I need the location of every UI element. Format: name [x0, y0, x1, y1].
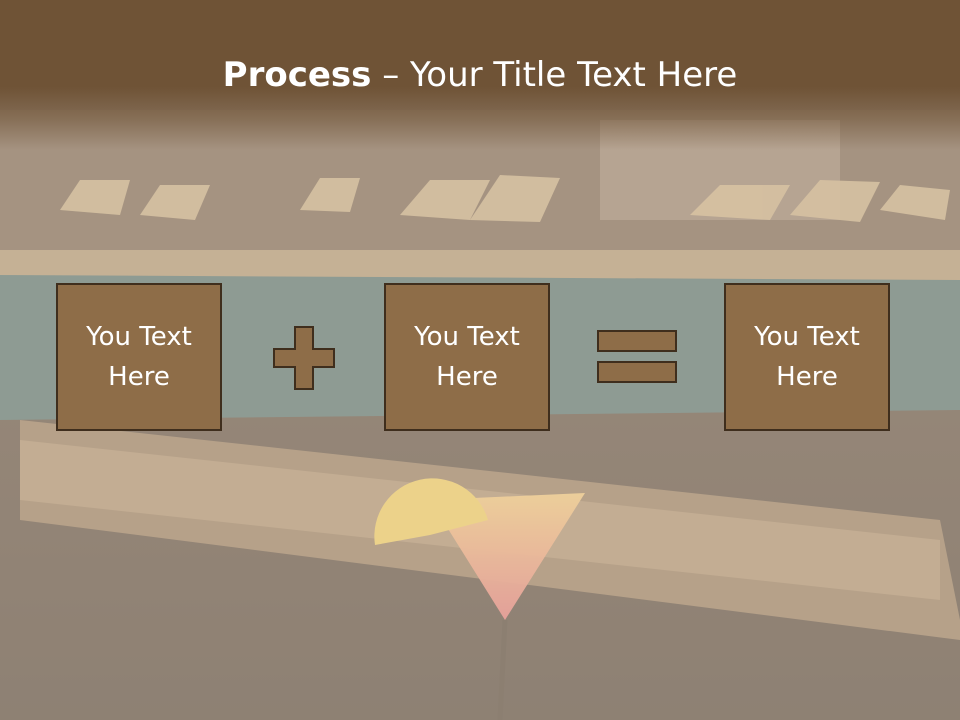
- process-box-2-label: You Text Here: [414, 322, 520, 392]
- process-box-3[interactable]: You Text Here: [724, 283, 890, 431]
- page-title: Process – Your Title Text Here: [0, 55, 960, 95]
- title-band: [0, 0, 960, 150]
- process-box-1[interactable]: You Text Here: [56, 283, 222, 431]
- process-box-2[interactable]: You Text Here: [384, 283, 550, 431]
- plus-icon: [273, 326, 335, 394]
- title-separator: –: [371, 55, 411, 95]
- process-box-3-label: You Text Here: [754, 322, 860, 392]
- equals-icon: [597, 330, 677, 388]
- title-bold: Process: [222, 55, 372, 95]
- process-box-1-label: You Text Here: [86, 322, 192, 392]
- title-text: Your Title Text Here: [410, 55, 738, 95]
